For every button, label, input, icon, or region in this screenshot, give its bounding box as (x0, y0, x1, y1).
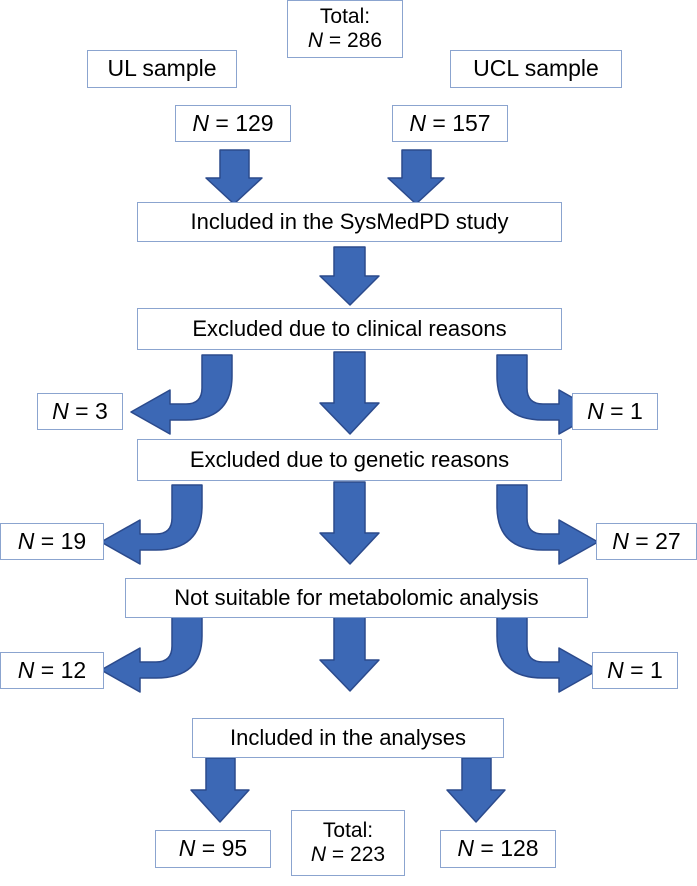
node-not-suitable-right: N = 1 (592, 652, 678, 689)
arrow-analyses-to-left (190, 757, 250, 823)
node-not-suitable-left: N = 12 (0, 652, 104, 689)
excl-clinical-left-italic: N (52, 397, 69, 424)
arrow-genetic-to-left (100, 484, 203, 565)
arrow-suitable-to-left (100, 614, 203, 693)
node-excl-clinical-right: N = 1 (572, 393, 658, 430)
arrow-analyses-to-right (446, 757, 506, 823)
n-ucl-italic: N (409, 109, 427, 136)
node-final-right: N = 128 (440, 830, 556, 868)
final-total-line1: Total: (322, 819, 374, 843)
final-total-line2: N = 223 (311, 843, 385, 867)
node-not-suitable: Not suitable for metabolomic analysis (125, 578, 588, 618)
node-excl-genetic-left: N = 19 (0, 523, 104, 560)
final-left-value: = 95 (195, 835, 248, 862)
n-ul-text: N = 129 (192, 109, 274, 137)
excl-clinical-left-text: N = 3 (52, 397, 108, 425)
excl-genetic-left-italic: N (17, 527, 35, 554)
node-total-top: Total: N = 286 (287, 0, 403, 58)
ul-sample-label: UL sample (107, 55, 217, 82)
total-top-line2: N = 286 (308, 29, 382, 53)
arrow-suitable-to-analyses (319, 611, 380, 692)
node-excluded-clinical: Excluded due to clinical reasons (137, 308, 562, 350)
ucl-sample-label: UCL sample (473, 55, 599, 82)
final-total-n-value: = 223 (326, 843, 386, 866)
node-n-ucl: N = 157 (392, 105, 508, 142)
node-excl-clinical-left: N = 3 (37, 393, 123, 430)
n-ucl-value: = 157 (426, 109, 491, 136)
excl-clinical-right-italic: N (587, 397, 604, 424)
arrow-ucl-to-included (387, 149, 445, 205)
excl-clinical-right-text: N = 1 (587, 397, 643, 425)
arrow-genetic-to-suitable (319, 481, 380, 565)
final-left-italic: N (178, 835, 196, 862)
arrow-clinical-to-genetic (319, 351, 380, 435)
node-n-ul: N = 129 (175, 105, 291, 142)
total-top-line1: Total: (319, 5, 371, 29)
not-suitable-left-value: = 12 (34, 656, 87, 683)
not-suitable-right-value: = 1 (623, 656, 663, 683)
node-ucl-sample: UCL sample (450, 50, 622, 88)
n-ucl-text: N = 157 (409, 109, 491, 137)
total-top-n-italic: N (307, 29, 324, 52)
not-suitable-right-italic: N (607, 656, 624, 683)
excl-genetic-left-text: N = 19 (17, 527, 87, 555)
excl-genetic-left-value: = 19 (34, 527, 87, 554)
final-left-text: N = 95 (178, 835, 248, 862)
node-final-left: N = 95 (155, 830, 271, 868)
not-suitable-label: Not suitable for metabolomic analysis (174, 584, 539, 610)
final-total-n-italic: N (310, 843, 327, 866)
final-right-italic: N (457, 835, 475, 862)
final-right-text: N = 128 (457, 835, 539, 862)
excl-genetic-right-text: N = 27 (612, 527, 681, 555)
excl-genetic-right-value: = 27 (628, 527, 681, 554)
not-suitable-left-text: N = 12 (17, 656, 87, 684)
node-included-study: Included in the SysMedPD study (137, 202, 562, 242)
node-excluded-genetic: Excluded due to genetic reasons (137, 439, 562, 481)
excl-genetic-right-italic: N (612, 527, 629, 554)
arrow-ul-to-included (205, 149, 263, 205)
arrow-clinical-to-left (130, 354, 233, 435)
n-ul-value: = 129 (209, 109, 274, 136)
total-top-n-value: = 286 (323, 29, 383, 52)
node-excl-genetic-right: N = 27 (596, 523, 697, 560)
arrow-genetic-to-right (496, 484, 599, 565)
not-suitable-left-italic: N (17, 656, 35, 683)
excluded-genetic-label: Excluded due to genetic reasons (189, 446, 510, 472)
excluded-clinical-label: Excluded due to clinical reasons (192, 315, 507, 341)
n-ul-italic: N (192, 109, 210, 136)
arrow-suitable-to-right (496, 614, 599, 693)
included-study-label: Included in the SysMedPD study (190, 208, 509, 234)
arrow-included-to-clinical (319, 246, 380, 306)
node-ul-sample: UL sample (87, 50, 237, 88)
included-analyses-label: Included in the analyses (229, 724, 467, 750)
excl-clinical-right-value: = 1 (603, 397, 643, 424)
node-final-total: Total: N = 223 (291, 810, 405, 876)
final-right-value: = 128 (474, 835, 539, 862)
not-suitable-right-text: N = 1 (607, 656, 663, 684)
excl-clinical-left-value: = 3 (68, 397, 108, 424)
node-included-analyses: Included in the analyses (192, 718, 504, 758)
